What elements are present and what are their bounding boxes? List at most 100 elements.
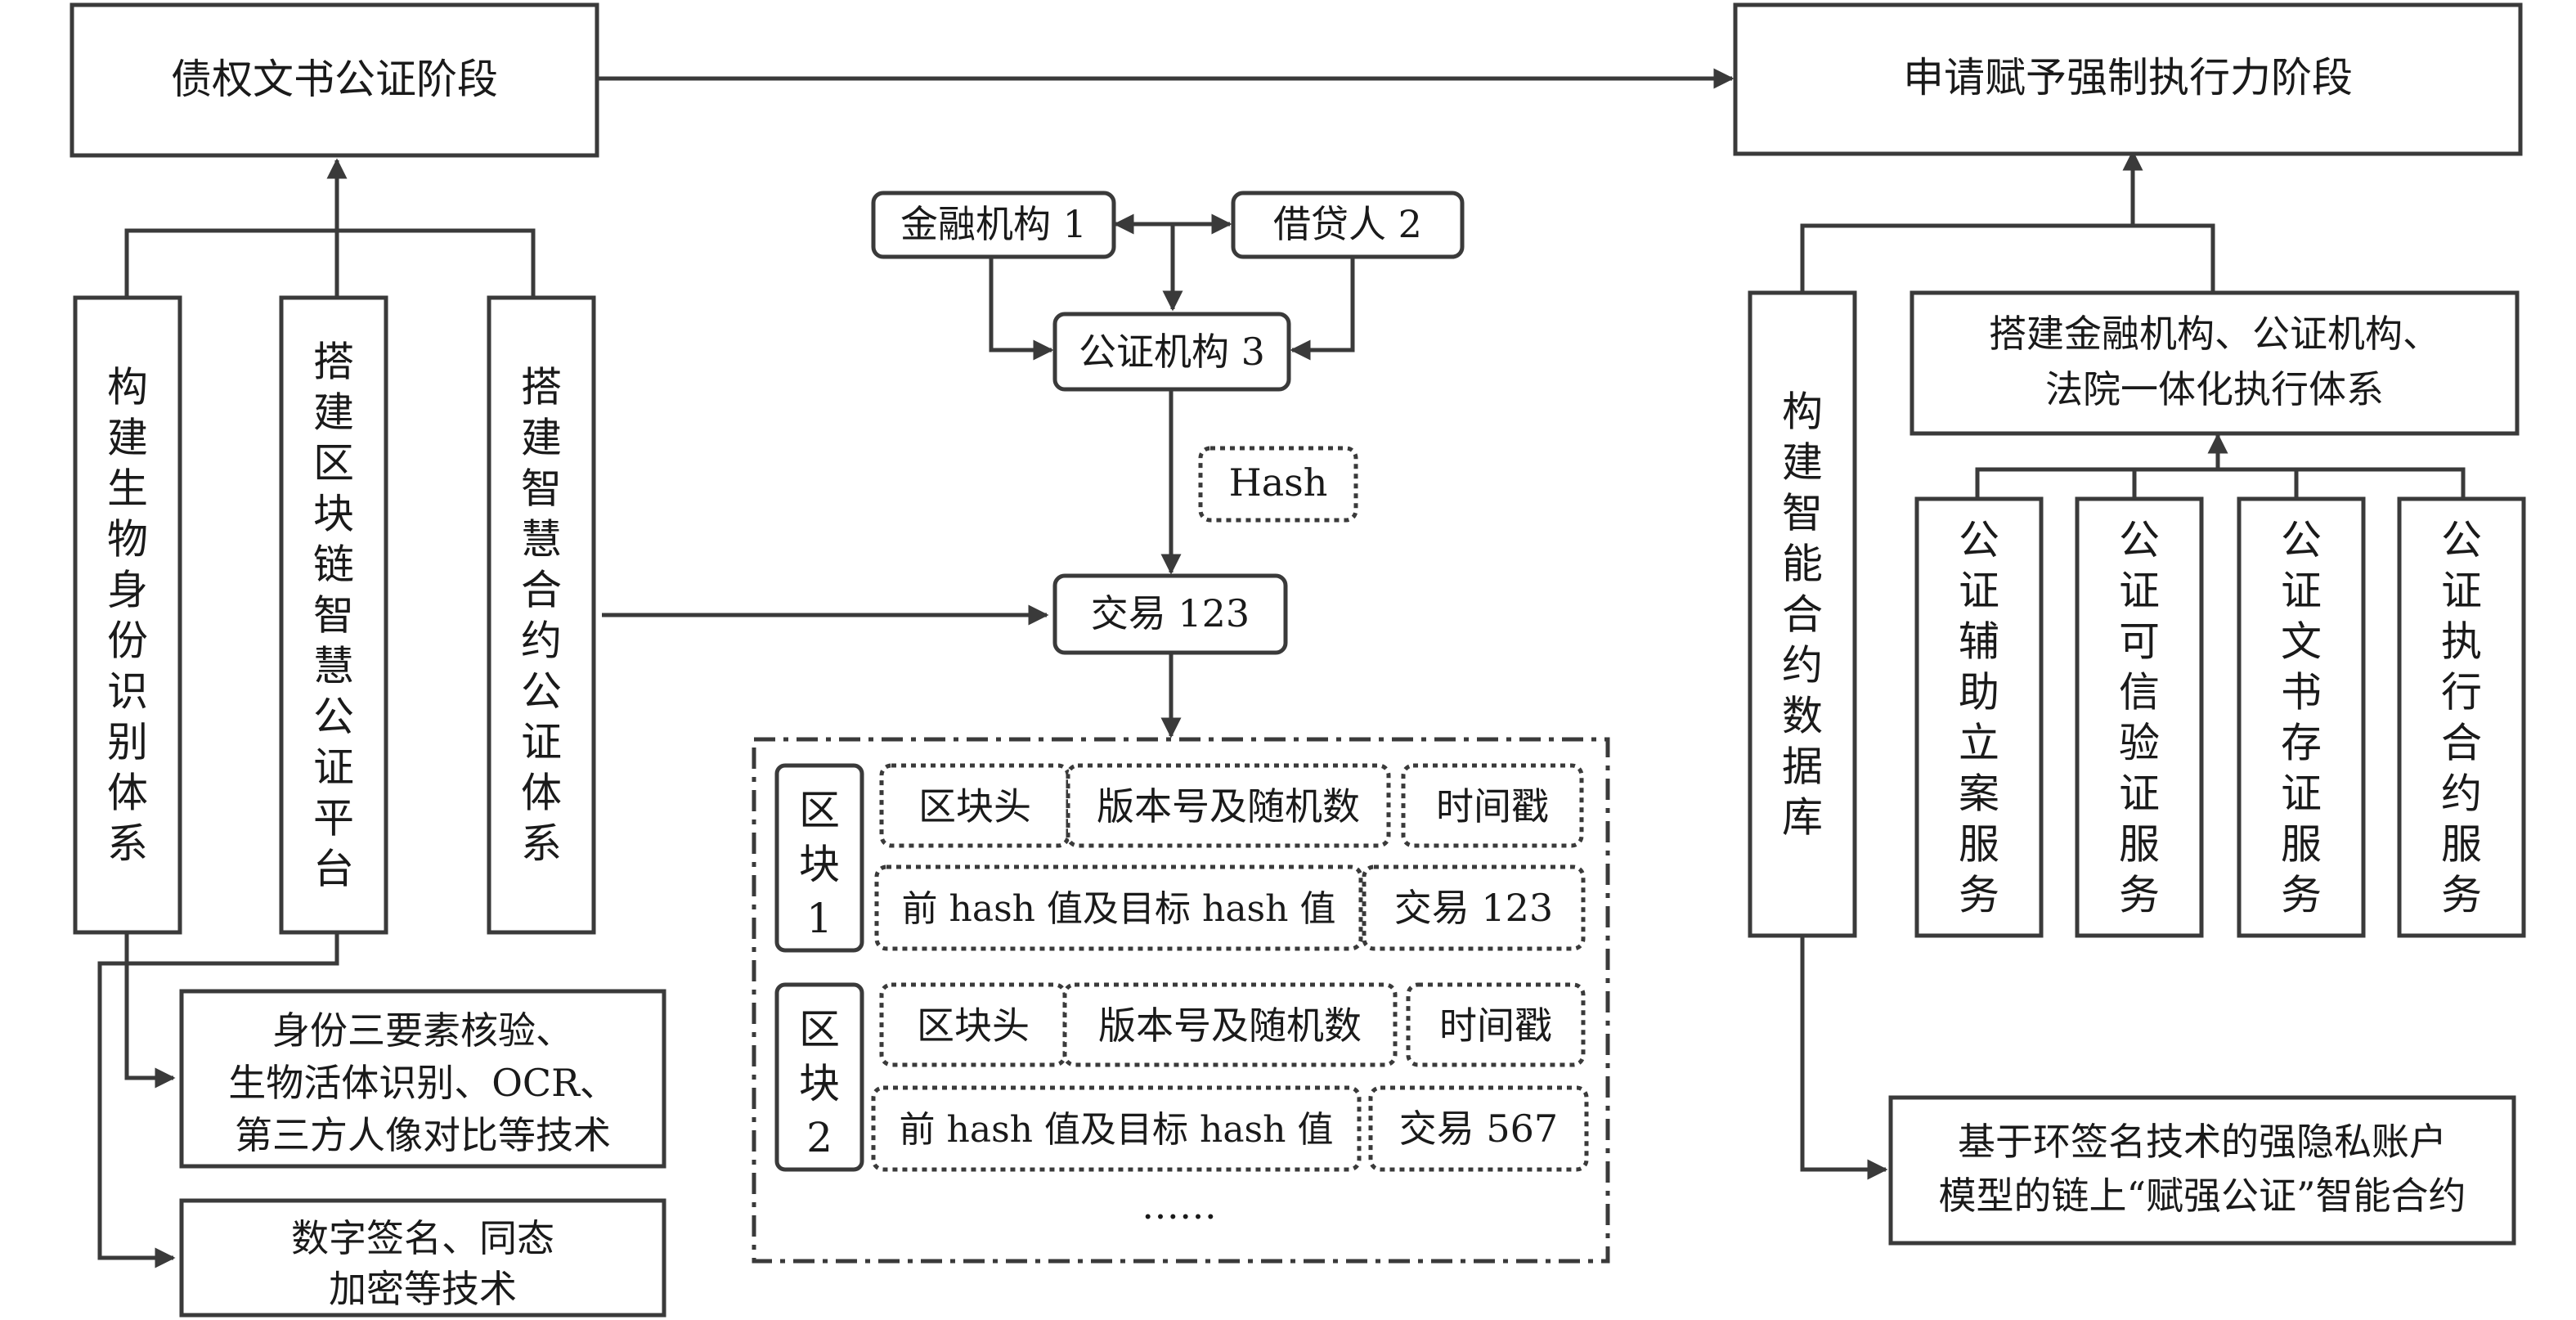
block-2-tx: 交易 567 (1399, 1107, 1558, 1151)
vertical-char: 别 (107, 718, 148, 766)
vertical-char: 案 (1959, 770, 1999, 817)
vertical-char: 约 (2441, 770, 2482, 817)
vertical-char: 存 (2281, 719, 2322, 766)
vertical-char: 公 (521, 667, 562, 715)
biometric-tech-node: 身份三要素核验、 生物活体识别、OCR、 第三方人像对比等技术 (179, 989, 666, 1169)
integrated-box (1910, 290, 2520, 436)
integrated-node: 搭建金融机构、公证机构、 法院一体化执行体系 (1910, 290, 2520, 436)
hash-box (1198, 446, 1358, 523)
crypto-tech-line-1: 数字签名、同态 (291, 1216, 554, 1260)
left-stage-title: 债权文书公证阶段 (171, 56, 498, 103)
vertical-char: 构 (1782, 388, 1823, 435)
block-2-timestamp-box (1406, 982, 1586, 1067)
vertical-char: 证 (2281, 770, 2322, 817)
block-2-hashes-box (871, 1085, 1362, 1172)
vertical-char: 证 (2119, 567, 2160, 614)
vertical-char: 智 (313, 591, 354, 639)
left-system-blockchain: 搭建区块链智慧公证平台 (279, 295, 388, 935)
borrower-node: 借贷人 2 (1231, 191, 1465, 259)
vertical-char: 务 (2441, 871, 2482, 918)
vertical-char: 服 (1959, 820, 1999, 868)
block-2-version-box (1062, 982, 1398, 1067)
vertical-char: 身 (107, 566, 148, 613)
left-stage-box (70, 2, 599, 158)
block-1-label-char-1: 区 (799, 787, 840, 834)
block-2-label-char-1: 区 (799, 1006, 840, 1053)
left-system-box-2 (279, 295, 388, 935)
vertical-char: 公 (2441, 516, 2482, 563)
block-2-label-char-3: 2 (806, 1114, 832, 1161)
left-system-contract: 搭建智慧合约公证体系 (487, 295, 596, 935)
block-1-label-char-2: 块 (799, 841, 840, 888)
vertical-char: 识 (107, 667, 148, 715)
block-1-tx-box (1362, 864, 1586, 951)
service-label-3: 公证文书存证服务 (2281, 516, 2322, 918)
vertical-char: 生 (107, 465, 148, 512)
vertical-char: 体 (521, 769, 562, 816)
vertical-char: 慧 (313, 642, 354, 689)
vertical-char: 务 (1959, 871, 1999, 918)
vertical-char: 公 (2281, 516, 2322, 563)
biometric-tech-line-2: 生物活体识别、OCR、 (228, 1061, 617, 1105)
vertical-char: 体 (107, 769, 148, 816)
vertical-char: 书 (2281, 668, 2322, 716)
service-label-1: 公证辅助立案服务 (1959, 516, 1999, 918)
vertical-char: 证 (2441, 567, 2482, 614)
vertical-char: 证 (2281, 567, 2322, 614)
left-system-box-1 (73, 295, 182, 935)
vertical-char: 建 (107, 414, 148, 461)
contract-line-1: 基于环签名技术的强隐私账户 (1958, 1120, 2447, 1164)
vertical-char: 服 (2281, 820, 2322, 868)
service-label-4: 公证执行合约服务 (2441, 516, 2482, 918)
vertical-char: 证 (521, 718, 562, 766)
finance-to-notary-arrow (989, 255, 1054, 361)
block-1: 区 块 1 区块头 版本号及随机数 时间戳 前 hash 值及目标 hash 值… (774, 763, 1586, 953)
vertical-char: 平 (313, 794, 354, 842)
contract-box (1888, 1095, 2516, 1246)
integrated-line-2: 法院一体化执行体系 (2045, 367, 2384, 411)
service-box-3 (2237, 496, 2366, 938)
vertical-char: 构 (107, 363, 148, 411)
service-label-2: 公证可信验证服务 (2119, 516, 2160, 918)
left-system-label-2: 搭建区块链智慧公证平台 (313, 338, 354, 892)
vertical-char: 证 (2119, 770, 2160, 817)
block-2-tx-box (1368, 1085, 1589, 1172)
left-system-label-3: 搭建智慧合约公证体系 (521, 363, 562, 867)
notary-node: 公证机构 3 (1052, 312, 1291, 392)
vertical-char: 立 (1959, 719, 1999, 766)
service-storage: 公证文书存证服务 (2237, 496, 2366, 938)
vertical-char: 搭 (313, 338, 354, 385)
block-2-hashes: 前 hash 值及目标 hash 值 (900, 1109, 1334, 1151)
block-1-timestamp-box (1401, 763, 1584, 848)
service-box-1 (1914, 496, 2044, 938)
vertical-char: 约 (1782, 641, 1823, 689)
tx-label: 交易 123 (1091, 591, 1250, 635)
block-1-version: 版本号及随机数 (1097, 784, 1360, 828)
vertical-char: 行 (2441, 668, 2482, 716)
vertical-char: 台 (313, 845, 354, 892)
tx-node: 交易 123 (1052, 573, 1288, 655)
crypto-tech-node: 数字签名、同态 加密等技术 (179, 1198, 666, 1318)
tx-box (1052, 573, 1288, 655)
vertical-char: 约 (521, 617, 562, 664)
vertical-char: 公 (2119, 516, 2160, 563)
db-to-contract-arrow (1800, 937, 1888, 1180)
vertical-char: 能 (1782, 540, 1823, 587)
block-1-label-box (774, 763, 864, 953)
biometric-tech-line-3: 第三方人像对比等技术 (235, 1113, 611, 1157)
vertical-char: 证 (1959, 567, 1999, 614)
vertical-char: 务 (2119, 871, 2160, 918)
vertical-char: 务 (2281, 871, 2322, 918)
integrated-line-1: 搭建金融机构、公证机构、 (1989, 312, 2440, 356)
block-2-header: 区块头 (917, 1003, 1030, 1048)
notary-label: 公证机构 3 (1079, 330, 1265, 374)
db-node: 构建智能合约数据库 (1748, 290, 1857, 938)
vertical-char: 块 (313, 490, 354, 537)
borrower-to-notary-arrow (1290, 255, 1355, 361)
services-merge-line (1975, 467, 2466, 497)
left-system-label-1: 构建生物身份识别体系 (107, 363, 148, 867)
vertical-char: 验 (2119, 719, 2160, 766)
borrower-label: 借贷人 2 (1273, 202, 1422, 246)
right-stage-box (1733, 2, 2523, 156)
finance-label: 金融机构 1 (900, 202, 1087, 246)
